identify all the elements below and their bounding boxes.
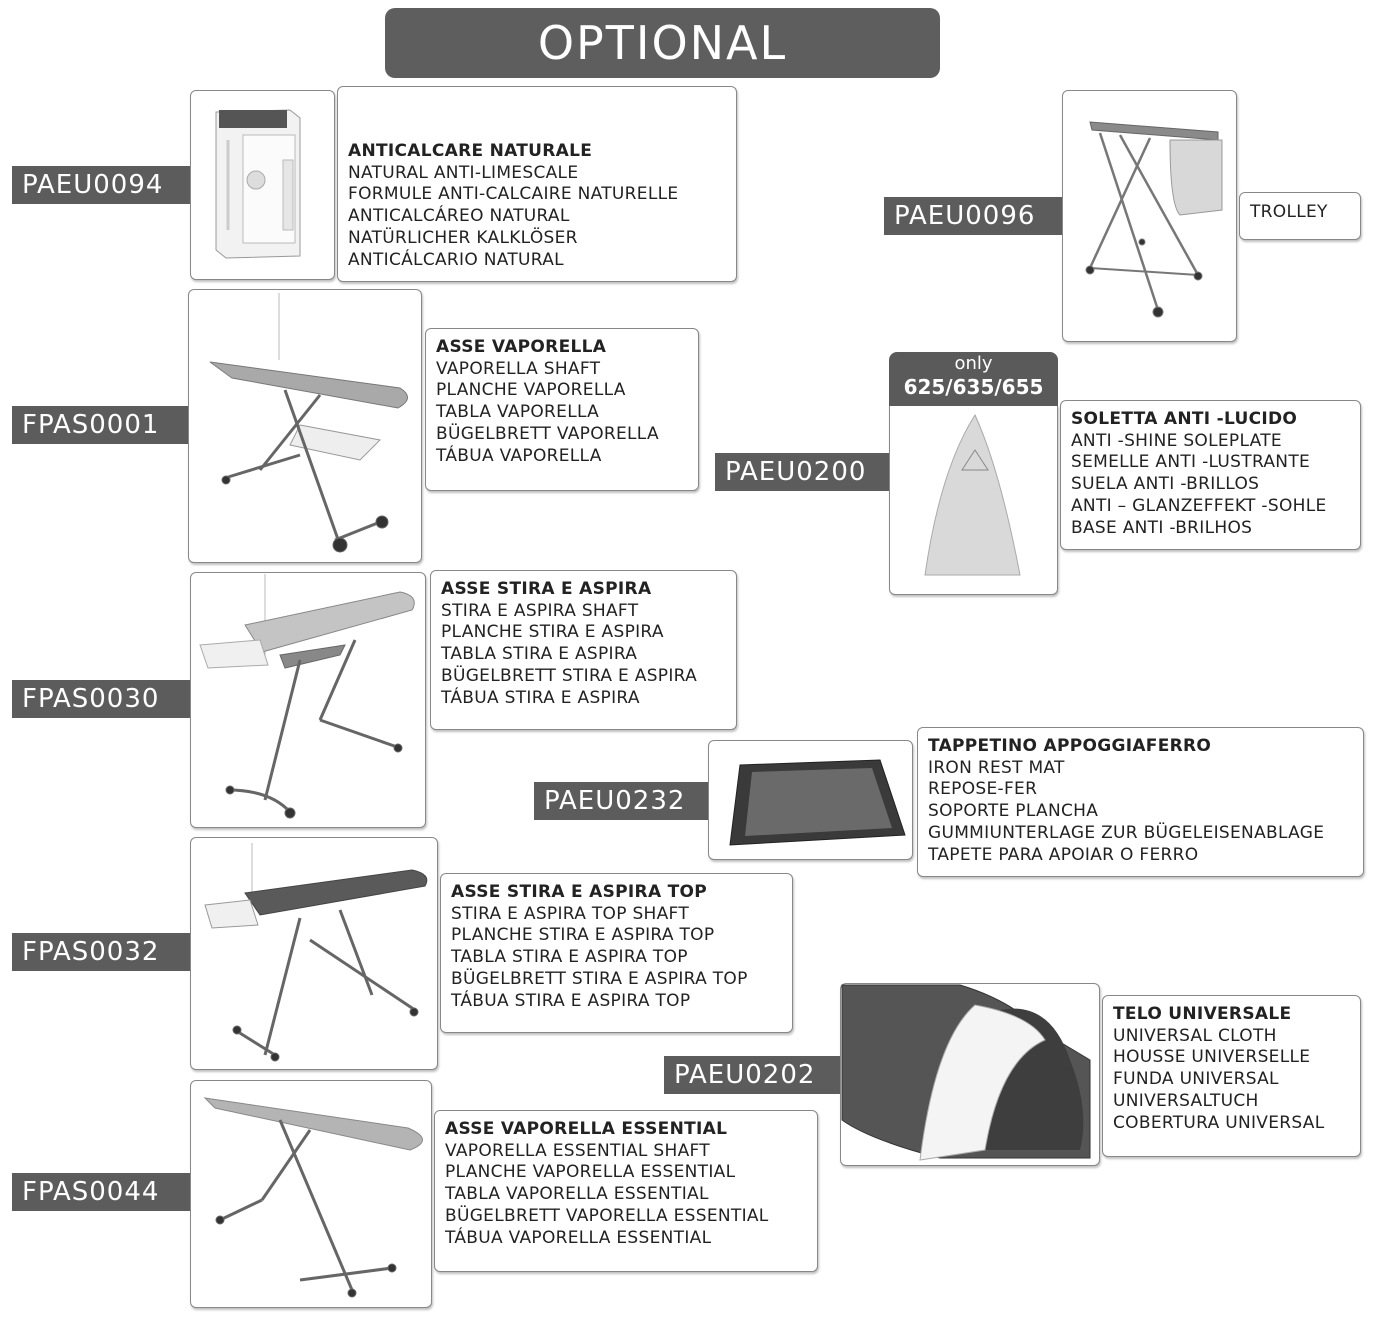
- desc-line: ANTI – GLANZEFFEKT -SOHLE: [1071, 495, 1327, 516]
- desc-line: SOLETTA ANTI -LUCIDO: [1071, 409, 1298, 429]
- desc-line: ANTICÁLCARIO NATURAL: [348, 249, 564, 270]
- desc-line: VAPORELLA ESSENTIAL SHAFT: [445, 1140, 710, 1161]
- code-label-fpas0032: FPAS0032: [12, 933, 190, 971]
- description-paeu0232: TAPPETINO APPOGGIAFERRO IRON REST MAT RE…: [917, 727, 1364, 877]
- desc-line: ASSE VAPORELLA: [436, 337, 607, 357]
- desc-line: UNIVERSALTUCH: [1113, 1090, 1259, 1111]
- code-label-paeu0232: PAEU0232: [534, 782, 708, 820]
- description-fpas0030: ASSE STIRA E ASPIRA STIRA E ASPIRA SHAFT…: [430, 570, 737, 730]
- desc-line: TAPPETINO APPOGGIAFERRO: [928, 736, 1212, 756]
- code-label-fpas0044: FPAS0044: [12, 1173, 190, 1211]
- desc-line: ASSE STIRA E ASPIRA: [441, 579, 652, 599]
- desc-line: IRON REST MAT: [928, 757, 1065, 778]
- desc-line: ANTICALCÁREO NATURAL: [348, 206, 570, 227]
- desc-line: FUNDA UNIVERSAL: [1113, 1069, 1279, 1090]
- desc-line: NATÜRLICHER KALKLÖSER: [348, 227, 578, 248]
- desc-line: TÁBUA STIRA E ASPIRA TOP: [451, 990, 691, 1011]
- desc-line: UNIVERSAL CLOTH: [1113, 1025, 1277, 1046]
- description-paeu0202: TELO UNIVERSALE UNIVERSAL CLOTH HOUSSE U…: [1102, 995, 1361, 1157]
- vaporella-board-illustration: [209, 293, 408, 553]
- optional-banner: OPTIONAL: [385, 8, 940, 78]
- desc-line: PLANCHE VAPORELLA ESSENTIAL: [445, 1162, 736, 1183]
- description-paeu0094: ANTICALCARE NATURALE NATURAL ANTI-LIMESC…: [337, 86, 737, 282]
- desc-line: BASE ANTI -BRILHOS: [1071, 517, 1253, 538]
- desc-line: STIRA E ASPIRA SHAFT: [441, 600, 639, 621]
- desc-line: SOPORTE PLANCHA: [928, 801, 1099, 822]
- note-only: only: [954, 353, 993, 374]
- desc-line: TABLA VAPORELLA: [436, 402, 600, 423]
- desc-line: BÜGELBRETT STIRA E ASPIRA TOP: [451, 968, 748, 989]
- desc-line: TAPETE PARA APOIAR O FERRO: [928, 844, 1199, 865]
- code-label-paeu0202: PAEU0202: [664, 1056, 840, 1094]
- desc-line: PLANCHE STIRA E ASPIRA: [441, 622, 664, 643]
- model-note-badge: only 625/635/655: [889, 352, 1058, 406]
- desc-line: TABLA STIRA E ASPIRA TOP: [451, 947, 688, 968]
- desc-line: FORMULE ANTI-CALCAIRE NATURELLE: [348, 184, 679, 205]
- description-paeu0200: SOLETTA ANTI -LUCIDO ANTI -SHINE SOLEPLA…: [1060, 400, 1361, 550]
- desc-line: VAPORELLA SHAFT: [436, 358, 601, 379]
- note-models: 625/635/655: [903, 375, 1044, 399]
- desc-line: TELO UNIVERSALE: [1113, 1004, 1292, 1024]
- desc-line: ANTI -SHINE SOLEPLATE: [1071, 430, 1282, 451]
- desc-line: TABLA VAPORELLA ESSENTIAL: [445, 1184, 709, 1205]
- code-label-paeu0200: PAEU0200: [715, 453, 889, 491]
- code-label-paeu0094: PAEU0094: [12, 166, 190, 204]
- desc-line: HOUSSE UNIVERSELLE: [1113, 1047, 1311, 1068]
- iron-rest-mat-illustration: [729, 759, 906, 846]
- desc-line: ANTICALCARE NATURALE: [348, 141, 593, 161]
- desc-line: SEMELLE ANTI -LUSTRANTE: [1071, 452, 1311, 473]
- vaporella-essential-board-illustration: [203, 1097, 423, 1298]
- desc-line: GUMMIUNTERLAGE ZUR BÜGELEISENABLAGE: [928, 822, 1325, 843]
- desc-line: SUELA ANTI -BRILLOS: [1071, 474, 1260, 495]
- desc-line: TÁBUA VAPORELLA ESSENTIAL: [445, 1227, 712, 1248]
- description-fpas0001: ASSE VAPORELLA VAPORELLA SHAFT PLANCHE V…: [425, 328, 699, 491]
- desc-line: PLANCHE STIRA E ASPIRA TOP: [451, 925, 715, 946]
- description-fpas0032: ASSE STIRA E ASPIRA TOP STIRA E ASPIRA T…: [440, 873, 793, 1033]
- stira-aspira-board-illustration: [199, 574, 415, 819]
- description-paeu0096: TROLLEY: [1239, 192, 1361, 240]
- universal-cloth-illustration: [841, 984, 1091, 1161]
- desc-line: ASSE STIRA E ASPIRA TOP: [451, 882, 708, 902]
- kalstop-package-illustration: [215, 109, 301, 259]
- desc-line: STIRA E ASPIRA TOP SHAFT: [451, 903, 690, 924]
- desc-line: COBERTURA UNIVERSAL: [1113, 1112, 1325, 1133]
- description-fpas0044: ASSE VAPORELLA ESSENTIAL VAPORELLA ESSEN…: [434, 1110, 818, 1272]
- desc-line: TÁBUA VAPORELLA: [436, 445, 602, 466]
- desc-line: TABLA STIRA E ASPIRA: [441, 644, 638, 665]
- desc-line: REPOSE-FER: [928, 779, 1038, 800]
- desc-line: BÜGELBRETT VAPORELLA ESSENTIAL: [445, 1205, 769, 1226]
- soleplate-illustration: [924, 413, 1021, 576]
- desc-line: BÜGELBRETT STIRA E ASPIRA: [441, 665, 698, 686]
- code-label-paeu0096: PAEU0096: [884, 197, 1062, 235]
- desc-line: TÁBUA STIRA E ASPIRA: [441, 687, 640, 708]
- trolley-illustration: [1085, 121, 1223, 318]
- desc-line: TROLLEY: [1250, 202, 1328, 222]
- desc-line: BÜGELBRETT VAPORELLA: [436, 423, 659, 444]
- desc-line: ASSE VAPORELLA ESSENTIAL: [445, 1119, 728, 1139]
- stira-aspira-top-board-illustration: [204, 843, 428, 1062]
- desc-line: PLANCHE VAPORELLA: [436, 380, 626, 401]
- code-label-fpas0001: FPAS0001: [12, 406, 188, 444]
- desc-line: NATURAL ANTI-LIMESCALE: [348, 162, 579, 183]
- code-label-fpas0030: FPAS0030: [12, 680, 190, 718]
